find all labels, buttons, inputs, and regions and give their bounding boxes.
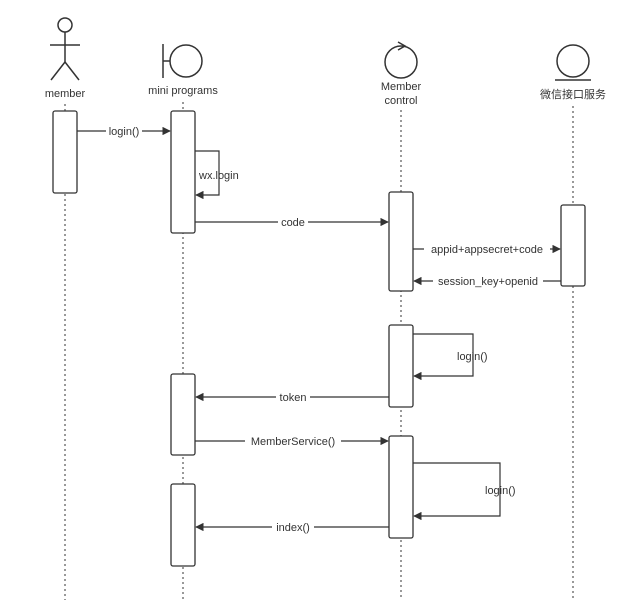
- participant-mini-programs-label: mini programs: [148, 85, 218, 97]
- participant-wechat-label: 微信接口服务: [540, 87, 606, 101]
- activation-member: [52, 110, 78, 194]
- activation-control-2: [388, 324, 414, 408]
- message-memberservice-label: MemberService(): [251, 436, 335, 448]
- control-icon: [384, 41, 418, 79]
- message-session-label: session_key+openid: [438, 276, 538, 288]
- message-appid-label: appid+appsecret+code: [431, 244, 543, 256]
- message-wxlogin-label: wx.login: [198, 170, 239, 182]
- participant-control-label-1: Member: [381, 81, 422, 93]
- message-login-self-2-arrow: [413, 462, 501, 521]
- boundary-icon: [162, 44, 203, 78]
- participant-member-label: member: [45, 88, 86, 100]
- message-wxlogin-arrow: [195, 150, 220, 200]
- message-login-label: login(): [109, 126, 140, 138]
- activation-control-3: [388, 435, 414, 539]
- message-code-label: code: [281, 217, 305, 229]
- message-login-self-arrow: [413, 333, 474, 381]
- activation-wechat: [560, 204, 586, 287]
- actor-icon: [50, 17, 80, 81]
- activation-mini-2: [170, 373, 196, 456]
- message-login-self-2-label: login(): [485, 485, 516, 497]
- activation-control-1: [388, 191, 414, 292]
- entity-icon: [555, 44, 591, 81]
- message-index-label: index(): [276, 522, 310, 534]
- message-login-self-label: login(): [457, 351, 488, 363]
- message-token-label: token: [280, 392, 307, 404]
- participant-control-label-2: control: [384, 95, 417, 107]
- activation-mini-1: [170, 110, 196, 234]
- activation-mini-3: [170, 483, 196, 567]
